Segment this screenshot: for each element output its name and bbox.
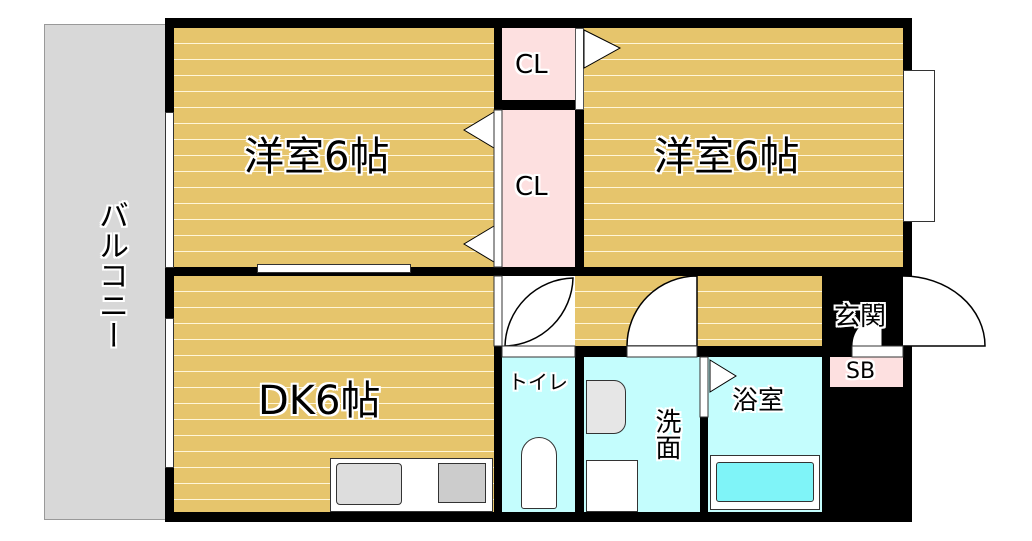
closet-top — [502, 28, 575, 100]
balcony — [44, 24, 168, 520]
washbasin-icon — [586, 380, 626, 434]
bathtub-water — [716, 462, 814, 502]
western-room-left — [174, 28, 494, 267]
label-western-left: 洋室6帖 — [244, 134, 390, 180]
balcony-label: バルコニー — [93, 200, 128, 350]
toilet-icon — [521, 437, 557, 509]
closet-door[interactable] — [575, 28, 584, 110]
closet-mid — [502, 110, 575, 267]
window-interior — [257, 264, 411, 273]
sink-icon — [336, 463, 402, 505]
label-shoebox: SB — [846, 359, 876, 384]
stove-icon — [438, 463, 486, 503]
window-left-bottom — [165, 318, 174, 468]
label-bathroom: 浴室 — [732, 386, 785, 416]
window-left-top — [165, 112, 174, 268]
washing-machine-pan-icon — [586, 460, 638, 512]
label-closet-top: CL — [515, 50, 548, 80]
label-dk: DK6帖 — [258, 378, 381, 424]
label-entrance: 玄関 — [834, 302, 887, 332]
shoebox — [830, 357, 903, 387]
window-right — [903, 70, 935, 222]
label-washroom: 洗面 — [651, 408, 681, 460]
label-toilet: トイレ — [508, 370, 568, 394]
label-closet-mid: CL — [515, 172, 548, 202]
western-room-right — [584, 28, 903, 267]
label-western-right: 洋室6帖 — [654, 134, 800, 180]
